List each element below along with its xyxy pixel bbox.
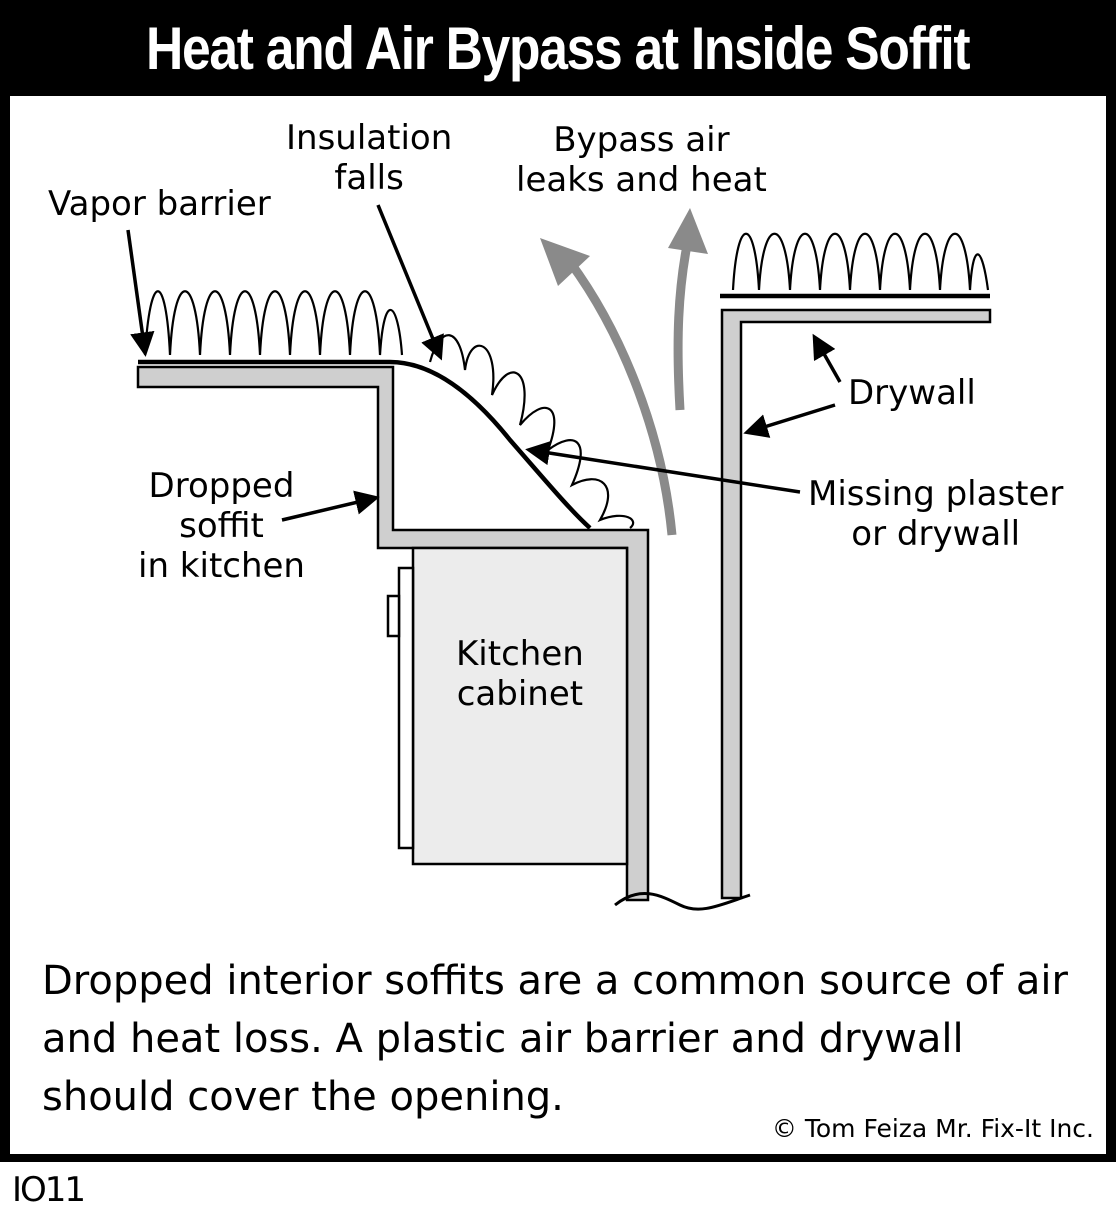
label-bypass-air-line2: leaks and heat xyxy=(516,160,767,200)
label-kitchen-cabinet: Kitchen cabinet xyxy=(456,634,584,714)
label-missing-plaster: Missing plaster or drywall xyxy=(808,474,1063,554)
caption: Dropped interior soffits are a common so… xyxy=(42,952,1102,1126)
label-insulation-falls-line1: Insulation xyxy=(286,118,453,158)
break-line xyxy=(614,891,751,911)
label-dropped-soffit-line1: Dropped xyxy=(148,466,295,506)
caption-line-2: and heat loss. A plastic air barrier and… xyxy=(42,1016,964,1062)
label-kitchen-cabinet-line2: cabinet xyxy=(456,674,584,714)
copyright-credit: © Tom Feiza Mr. Fix-It Inc. xyxy=(771,1114,1094,1143)
right-ceiling-insulation xyxy=(731,232,990,291)
bypass-air-arrows xyxy=(540,208,708,536)
label-missing-plaster-line2: or drywall xyxy=(851,514,1021,554)
soffit-diagram xyxy=(126,204,992,911)
figure-code: IO11 xyxy=(12,1170,86,1210)
label-vapor-barrier: Vapor barrier xyxy=(48,184,271,224)
label-drywall: Drywall xyxy=(848,373,976,413)
cabinet-handle xyxy=(386,594,401,638)
caption-line-1: Dropped interior soffits are a common so… xyxy=(42,958,1068,1004)
label-bypass-air: Bypass air leaks and heat xyxy=(516,120,767,200)
fallen-insulation xyxy=(428,334,635,529)
cabinet-door-edge xyxy=(397,566,415,850)
label-bypass-air-line1: Bypass air xyxy=(553,120,730,160)
label-insulation-falls: Insulation falls xyxy=(286,118,452,198)
title-bar: Heat and Air Bypass at Inside Soffit xyxy=(0,0,1116,96)
label-kitchen-cabinet-line1: Kitchen xyxy=(456,634,584,674)
soffit-drywall xyxy=(136,365,650,902)
leader-arrows xyxy=(126,204,842,522)
left-ceiling-insulation xyxy=(143,290,404,356)
diagram-title: Heat and Air Bypass at Inside Soffit xyxy=(146,14,971,82)
label-dropped-soffit-line2: soffit xyxy=(179,506,264,546)
label-insulation-falls-line2: falls xyxy=(334,158,404,198)
label-dropped-soffit-line3: in kitchen xyxy=(138,546,305,586)
label-dropped-soffit: Dropped soffit in kitchen xyxy=(138,466,305,586)
label-missing-plaster-line1: Missing plaster xyxy=(808,474,1064,514)
right-wall-drywall xyxy=(720,308,992,900)
kitchen-cabinet xyxy=(411,546,629,866)
caption-line-3: should cover the opening. xyxy=(42,1074,564,1120)
vapor-barrier-line xyxy=(138,359,592,530)
